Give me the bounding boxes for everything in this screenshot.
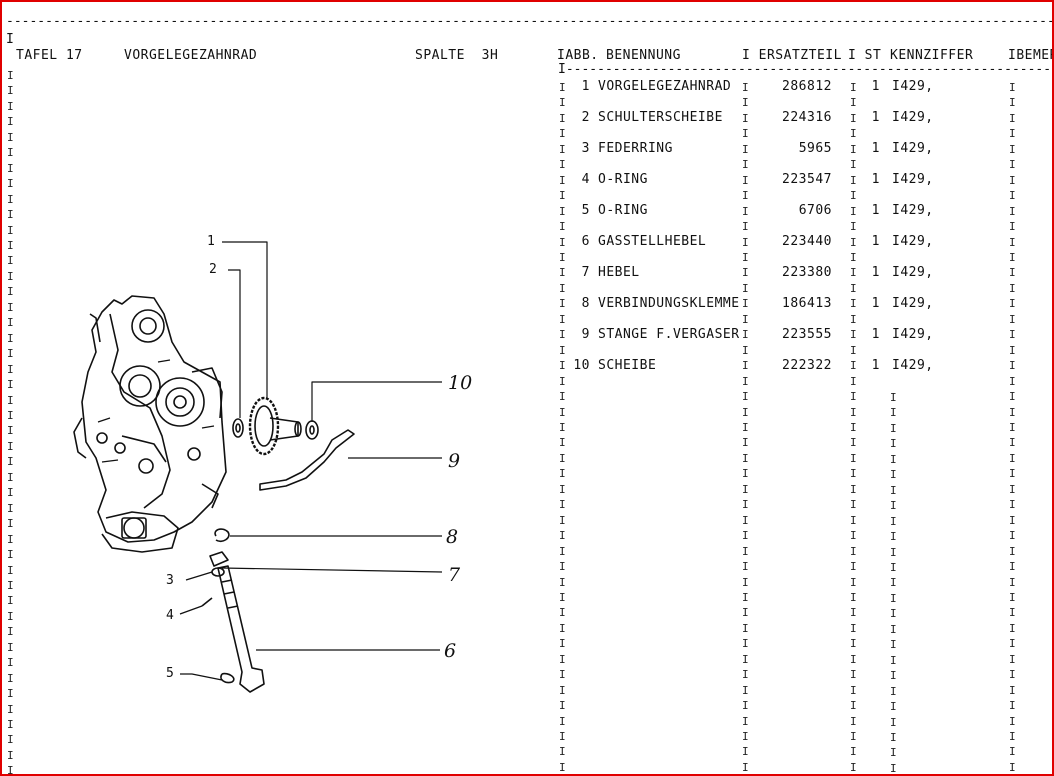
row-st: 1 bbox=[871, 358, 880, 373]
row-abb-number: 4 bbox=[581, 172, 590, 187]
row-benennung: GASSTELLHEBEL bbox=[598, 234, 707, 249]
top-rule: ----------------------------------------… bbox=[6, 14, 1052, 29]
row-benennung: SCHEIBE bbox=[598, 358, 657, 373]
ersatzteil-divider-column: I I I I I I I I I I I I I I I I I I I I … bbox=[742, 81, 749, 774]
row-kennziffer: I429, bbox=[892, 110, 934, 125]
part-4-o-ring bbox=[201, 597, 213, 607]
callout-7: 7 bbox=[448, 564, 461, 586]
callout-3: 3 bbox=[166, 573, 174, 588]
row-kennziffer: I429, bbox=[892, 203, 934, 218]
row-kennziffer: I429, bbox=[892, 79, 934, 94]
row-st: 1 bbox=[871, 141, 880, 156]
row-benennung: VORGELEGEZAHNRAD bbox=[598, 79, 732, 94]
row-ersatzteil: 223555 bbox=[782, 327, 832, 342]
callout-4: 4 bbox=[166, 608, 174, 623]
col-ersatzteil-header: I ERSATZTEIL bbox=[742, 48, 842, 63]
row-ersatzteil: 5965 bbox=[798, 141, 832, 156]
row-abb-number: 6 bbox=[581, 234, 590, 249]
row-st: 1 bbox=[871, 203, 880, 218]
row-st: 1 bbox=[871, 234, 880, 249]
part-7-lever bbox=[209, 551, 229, 567]
callout-5: 5 bbox=[166, 666, 174, 681]
callout-9: 9 bbox=[448, 450, 461, 472]
row-benennung: FEDERRING bbox=[598, 141, 673, 156]
row-st: 1 bbox=[871, 110, 880, 125]
part-1-gear bbox=[248, 396, 280, 456]
row-ersatzteil: 223380 bbox=[782, 265, 832, 280]
col-bemerkung-header: IBEMER bbox=[1008, 48, 1054, 63]
part-9-rod bbox=[259, 429, 355, 491]
left-margin-column: I I I I I I I I I I I I I I I I I I I I … bbox=[7, 69, 14, 776]
callout-8: 8 bbox=[446, 526, 459, 548]
part-10-washer bbox=[305, 420, 319, 440]
row-st: 1 bbox=[871, 172, 880, 187]
part-6-shaft bbox=[217, 565, 265, 693]
row-ersatzteil: 286812 bbox=[782, 79, 832, 94]
tafel-label: TAFEL 17 bbox=[16, 48, 83, 63]
kennziffer-divider-column: I I I I I I I I I I I I I I I I I I I I … bbox=[890, 391, 897, 775]
callout-2: 2 bbox=[209, 262, 217, 277]
row-kennziffer: I429, bbox=[892, 327, 934, 342]
row-abb-number: 2 bbox=[581, 110, 590, 125]
part-2-washer bbox=[232, 418, 244, 438]
row-benennung: STANGE F.VERGASER bbox=[598, 327, 740, 342]
callout-10: 10 bbox=[448, 372, 473, 394]
row-benennung: O-RING bbox=[598, 172, 648, 187]
row-abb-number: 8 bbox=[581, 296, 590, 311]
row-kennziffer: I429, bbox=[892, 234, 934, 249]
row-abb-number: 3 bbox=[581, 141, 590, 156]
row-benennung: SCHULTERSCHEIBE bbox=[598, 110, 723, 125]
row-ersatzteil: 222322 bbox=[782, 358, 832, 373]
row-st: 1 bbox=[871, 296, 880, 311]
callout-1: 1 bbox=[207, 234, 215, 249]
left-border-mark: I bbox=[6, 32, 15, 47]
st-divider-column: I I I I I I I I I I I I I I I I I I I I … bbox=[850, 81, 857, 774]
row-abb-number: 9 bbox=[581, 327, 590, 342]
col-benennung-header: BENENNUNG bbox=[606, 48, 681, 63]
row-st: 1 bbox=[871, 79, 880, 94]
spalte-label: SPALTE 3H bbox=[415, 48, 499, 63]
bemerkung-divider-column: I I I I I I I I I I I I I I I I I I I I … bbox=[1009, 81, 1016, 774]
col-abb-header: IABB. bbox=[557, 48, 599, 63]
engine-housing bbox=[81, 295, 227, 543]
row-abb-number: 1 bbox=[581, 79, 590, 94]
callout-6: 6 bbox=[444, 640, 457, 662]
exploded-view-diagram bbox=[73, 241, 443, 693]
row-st: 1 bbox=[871, 327, 880, 342]
row-benennung: O-RING bbox=[598, 203, 648, 218]
row-benennung: VERBINDUNGSKLEMME bbox=[598, 296, 740, 311]
row-kennziffer: I429, bbox=[892, 141, 934, 156]
row-abb-number: 10 bbox=[573, 358, 590, 373]
row-kennziffer: I429, bbox=[892, 296, 934, 311]
col-st-header: I ST bbox=[848, 48, 882, 63]
part-5-o-ring bbox=[220, 672, 235, 684]
col-kennziffer-header: KENNZIFFER bbox=[890, 48, 974, 63]
row-abb-number: 7 bbox=[581, 265, 590, 280]
header-rule: I---------------------------------------… bbox=[558, 62, 1052, 77]
row-st: 1 bbox=[871, 265, 880, 280]
row-kennziffer: I429, bbox=[892, 265, 934, 280]
part-8-clip bbox=[214, 528, 230, 543]
row-ersatzteil: 224316 bbox=[782, 110, 832, 125]
row-ersatzteil: 223547 bbox=[782, 172, 832, 187]
row-abb-number: 5 bbox=[581, 203, 590, 218]
row-kennziffer: I429, bbox=[892, 172, 934, 187]
page-title: VORGELEGEZAHNRAD bbox=[124, 48, 258, 63]
row-kennziffer: I429, bbox=[892, 358, 934, 373]
row-benennung: HEBEL bbox=[598, 265, 640, 280]
abb-divider-column: I I I I I I I I I I I I I I I I I I I I … bbox=[559, 81, 566, 774]
row-ersatzteil: 223440 bbox=[782, 234, 832, 249]
row-ersatzteil: 186413 bbox=[782, 296, 832, 311]
row-ersatzteil: 6706 bbox=[798, 203, 832, 218]
